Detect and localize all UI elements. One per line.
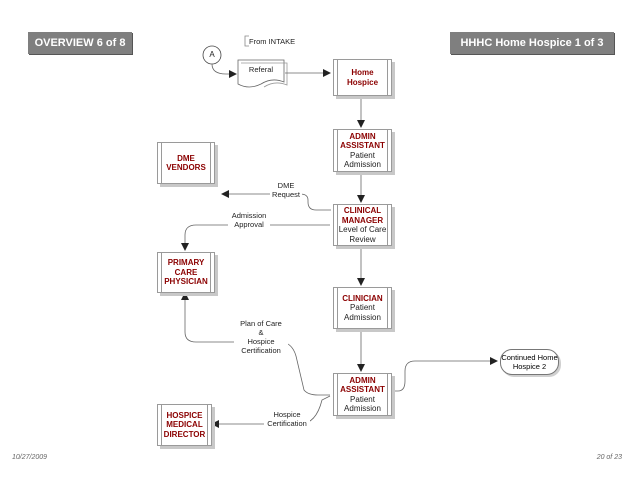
footer-date: 10/27/2009	[12, 454, 48, 461]
referal-document-label: Referal	[248, 65, 274, 74]
referal-document-shape	[237, 59, 285, 88]
admin-assistant-1-title: ADMIN ASSISTANT	[340, 131, 385, 151]
home-hospice-title: Home Hospice	[346, 68, 379, 87]
section-banner: HHHC Home Hospice 1 of 3	[450, 32, 614, 54]
clinical-manager-title: CLINICAL MANAGER	[341, 206, 384, 225]
clinician-box: CLINICIAN Patient Admission	[333, 287, 392, 329]
continued-home-hospice-label: Continued Home Hospice 2	[501, 353, 558, 371]
from-intake-note: From INTAKE	[249, 37, 296, 46]
dme-vendors-title: DME VENDORS	[166, 153, 206, 173]
clinician-task: Patient Admission	[344, 303, 381, 322]
hospice-certification-label: Hospice Certification	[264, 410, 310, 428]
edge-admission-approval	[181, 224, 330, 251]
clinician-title: CLINICIAN	[342, 293, 383, 303]
plan-of-care-label: Plan of Care & Hospice Certification	[234, 319, 288, 355]
home-hospice-box: Home Hospice	[333, 59, 392, 96]
admin-assistant-1-task: Patient Admission	[344, 150, 381, 170]
overview-banner: OVERVIEW 6 of 8	[28, 32, 132, 54]
admin-assistant-1-box: ADMIN ASSISTANT Patient Admission	[333, 129, 392, 172]
dme-vendors-box: DME VENDORS	[157, 142, 215, 184]
dme-request-label: DME Request	[270, 181, 302, 199]
clinical-manager-box: CLINICAL MANAGER Level of Care Review	[333, 204, 392, 246]
admin-assistant-2-title: ADMIN ASSISTANT	[340, 375, 385, 395]
admin-assistant-2-task: Patient Admission	[344, 394, 381, 414]
continued-home-hospice-terminator[interactable]: Continued Home Hospice 2	[500, 349, 559, 375]
clinical-manager-task: Level of Care Review	[338, 225, 387, 244]
admission-approval-label: Admission Approval	[228, 211, 270, 229]
primary-care-physician-box: PRIMARY CARE PHYSICIAN	[157, 252, 215, 293]
edge-a-to-referal	[211, 63, 237, 78]
footer-page-number: 20 of 23	[596, 454, 622, 461]
edge-to-continued	[393, 357, 498, 392]
intake-bracket	[244, 35, 249, 47]
primary-care-physician-title: PRIMARY CARE PHYSICIAN	[164, 258, 208, 287]
connector-a-label: A	[209, 50, 215, 59]
edge-plan-of-care	[181, 292, 330, 396]
hospice-medical-director-box: HOSPICE MEDICAL DIRECTOR	[157, 404, 212, 446]
hospice-medical-director-title: HOSPICE MEDICAL DIRECTOR	[163, 410, 206, 439]
admin-assistant-2-box: ADMIN ASSISTANT Patient Admission	[333, 373, 392, 416]
edge-dme-request	[221, 190, 331, 211]
